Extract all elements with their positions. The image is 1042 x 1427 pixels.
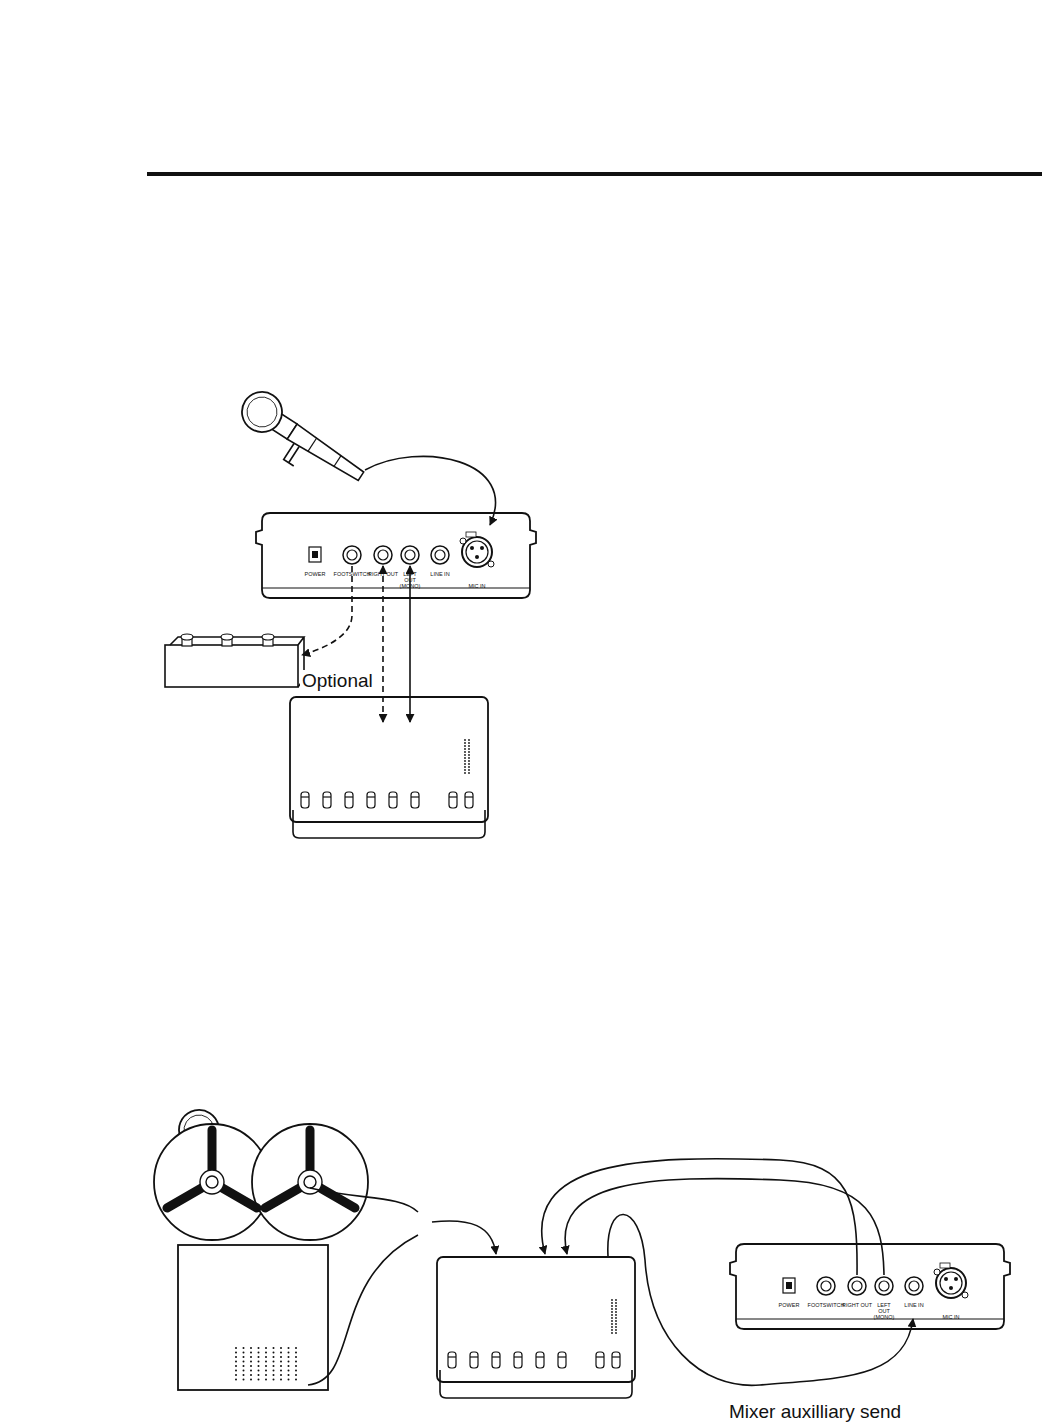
effects-unit-panel: POWER FOOTSWITCHRIGHT OUTLEFT OUT (MONO) L… — [733, 1244, 1007, 1329]
note-label: Mixer auxilliary send — [727, 1401, 903, 1423]
jack-label: LEFT OUT (MONO) — [398, 571, 422, 589]
jack-label: LINE IN — [430, 571, 449, 577]
note-label: Optional — [300, 670, 375, 692]
jack-label: LINE IN — [904, 1302, 923, 1308]
jack-label: RIGHT OUT — [368, 571, 398, 577]
jack-label: POWER — [305, 571, 326, 577]
effects-unit-panel: POWER FOOTSWITCHRIGHT OUTLEFT OUT (MONO) L… — [259, 513, 533, 598]
jack-label: POWER — [779, 1302, 800, 1308]
jack-label: MIC IN — [468, 583, 485, 589]
jack-label: RIGHT OUT — [842, 1302, 872, 1308]
jack-label: FOOTSWITCH — [334, 571, 371, 577]
jack-label: MIC IN — [942, 1314, 959, 1320]
jack-label: LEFT OUT (MONO) — [872, 1302, 896, 1320]
jack-label: FOOTSWITCH — [808, 1302, 845, 1308]
